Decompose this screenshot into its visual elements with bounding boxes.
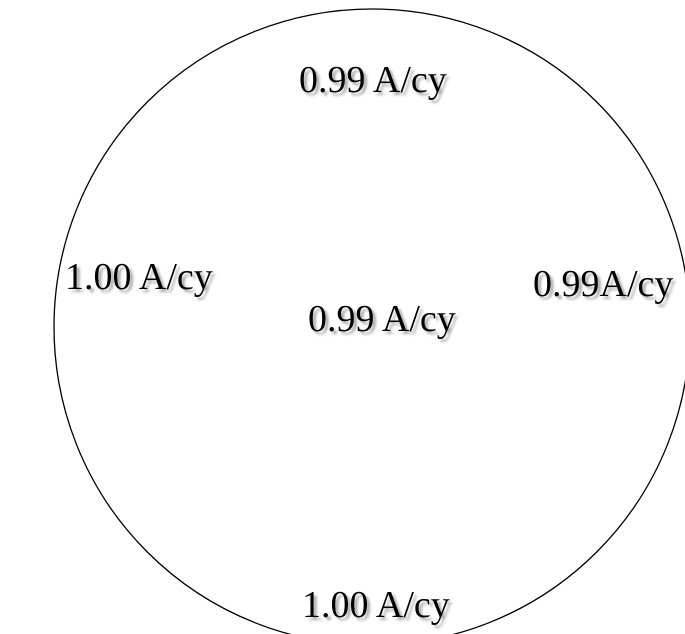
measurement-bottom: 1.00 A/cy	[302, 584, 450, 626]
measurement-center: 0.99 A/cy	[308, 298, 456, 340]
wafer-outline	[53, 8, 685, 634]
measurement-top: 0.99 A/cy	[299, 59, 447, 101]
measurement-right: 0.99A/cy	[533, 263, 673, 305]
measurement-left: 1.00 A/cy	[65, 256, 213, 298]
